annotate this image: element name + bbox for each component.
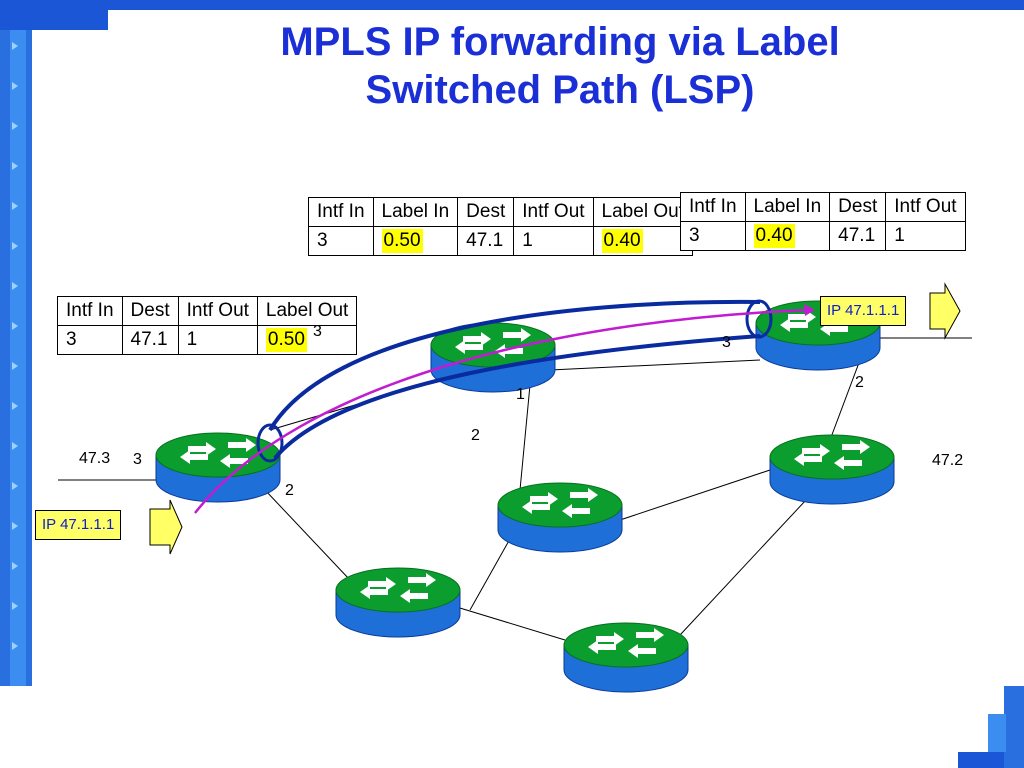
router-icon (497, 482, 623, 553)
slide-top-left-block (0, 0, 108, 30)
label-in-value: 0.50 (381, 229, 423, 253)
title-line-1: MPLS IP forwarding via Label (280, 20, 840, 64)
lsp-tunnel-lower (273, 334, 761, 460)
slide-corner-bar-vertical (1004, 686, 1024, 768)
table-cell: 1 (513, 226, 594, 256)
table-cell: 1 (885, 221, 966, 251)
table-header: Label In (744, 192, 831, 222)
egress-forwarding-table: Intf In Label In Dest Intf Out 3 0.40 47… (680, 192, 966, 251)
path-arrowhead-icon (804, 304, 815, 316)
egress-packet-arrow-icon (929, 282, 961, 340)
table-cell: 0.40 (592, 226, 693, 256)
table-header: Label Out (592, 197, 693, 227)
title-line-2: Switched Path (LSP) (365, 68, 755, 112)
ingress-router-icon (155, 432, 281, 503)
slide-corner-block (988, 714, 1006, 752)
table-header: Label In (372, 197, 459, 227)
table-cell: 3 (308, 226, 374, 256)
table-header: Intf In (308, 197, 374, 227)
egress-packet-label: IP 47.1.1.1 (820, 296, 907, 326)
router-icon (769, 434, 895, 505)
table-cell: 3 (680, 221, 746, 251)
core-router-icon (430, 322, 556, 393)
table-cell: 1 (177, 325, 258, 355)
table-cell: 47.1 (829, 221, 887, 251)
table-cell: 0.40 (744, 221, 831, 251)
table-cell: 47.1 (121, 325, 179, 355)
lsp-tunnel-exit (745, 299, 773, 339)
table-header: Intf Out (177, 296, 258, 326)
interface-label: 3 (133, 451, 142, 468)
interface-label: 1 (516, 386, 525, 403)
label-out-value: 0.40 (601, 229, 643, 253)
table-header: Intf In (57, 296, 123, 326)
ingress-packet-label: IP 47.1.1.1 (35, 510, 122, 540)
lsp-tunnel-upper (268, 299, 761, 432)
ingress-forwarding-table: Intf In Dest Intf Out Label Out 3 47.1 1… (57, 296, 358, 355)
lsp-packet-path (194, 308, 809, 514)
table-header: Dest (829, 192, 887, 222)
table-header: Dest (121, 296, 179, 326)
router-icon (563, 622, 689, 693)
table-header: Dest (457, 197, 515, 227)
table-header: Intf Out (885, 192, 966, 222)
label-in-value: 0.40 (753, 224, 795, 248)
table-cell: 47.1 (457, 226, 515, 256)
slide-left-bar (0, 30, 32, 686)
table-cell: 0.50 (372, 226, 459, 256)
table-cell: 3 (57, 325, 123, 355)
router-icon (335, 567, 461, 638)
core-forwarding-table: Intf In Label In Dest Intf Out Label Out… (308, 197, 693, 256)
slide-title: MPLS IP forwarding via Label Switched Pa… (180, 18, 940, 114)
network-label-47-3: 47.3 (79, 450, 111, 467)
slide-top-bar (0, 0, 1024, 10)
table-cell: 0.50 (256, 325, 358, 355)
interface-label: 3 (722, 334, 731, 351)
interface-label: 3 (313, 323, 322, 340)
lsp-tunnel-entry (256, 423, 284, 463)
interface-label: 2 (855, 374, 864, 391)
table-header: Intf Out (513, 197, 594, 227)
interface-label: 2 (471, 427, 480, 444)
table-header: Label Out (256, 296, 358, 326)
interface-label: 2 (285, 482, 294, 499)
table-header: Intf In (680, 192, 746, 222)
label-out-value: 0.50 (265, 328, 307, 352)
ingress-packet-arrow-icon (149, 499, 183, 555)
network-label-47-2: 47.2 (932, 452, 964, 469)
